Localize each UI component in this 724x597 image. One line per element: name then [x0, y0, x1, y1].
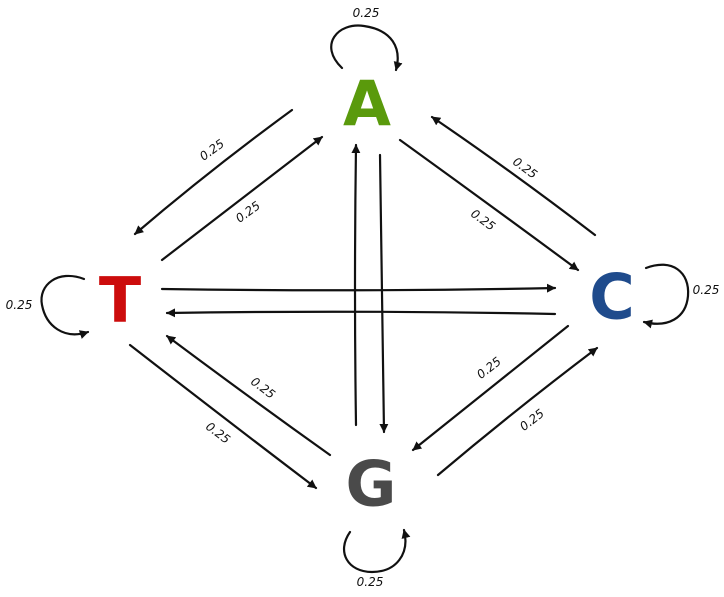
- edge-t-to-a: [160, 135, 324, 262]
- edge-label-c-to-g: 0.25: [474, 354, 504, 381]
- edge-a-to-t: [133, 108, 294, 236]
- edge-label-c-to-a: 0.25: [510, 154, 540, 181]
- node-c: C: [589, 261, 635, 334]
- nodes: A C G T: [99, 68, 635, 521]
- edge-t-self-loop: [40, 274, 90, 339]
- edge-label-t-to-g: 0.25: [203, 419, 233, 446]
- node-a: A: [343, 68, 391, 141]
- edges: [40, 24, 690, 574]
- edge-c-to-g: [411, 324, 570, 452]
- node-g: G: [346, 448, 397, 521]
- edge-g-to-a: [351, 143, 361, 427]
- edge-c-to-t: [165, 308, 557, 318]
- edge-label-a-self: 0.25: [353, 6, 380, 20]
- edge-label-a-to-c: 0.25: [468, 206, 498, 233]
- edge-c-to-a: [430, 115, 597, 237]
- edge-label-a-to-t: 0.25: [197, 136, 227, 163]
- edge-label-g-to-t: 0.25: [248, 374, 278, 401]
- edge-c-self-loop: [642, 263, 690, 329]
- edge-label-t-self: 0.25: [6, 298, 33, 312]
- edge-a-to-g: [378, 153, 389, 434]
- edge-g-to-t: [165, 334, 332, 457]
- edge-label-c-self: 0.25: [693, 283, 720, 297]
- edge-t-to-g: [128, 343, 318, 490]
- edge-t-to-c: [160, 283, 557, 293]
- edge-g-to-c: [436, 346, 599, 477]
- edge-g-self-loop: [343, 528, 411, 574]
- edge-a-self-loop: [330, 24, 403, 72]
- node-t: T: [99, 264, 141, 337]
- edge-label-g-to-c: 0.25: [517, 406, 547, 433]
- edge-label-g-self: 0.25: [357, 575, 384, 589]
- edge-a-to-c: [398, 138, 580, 272]
